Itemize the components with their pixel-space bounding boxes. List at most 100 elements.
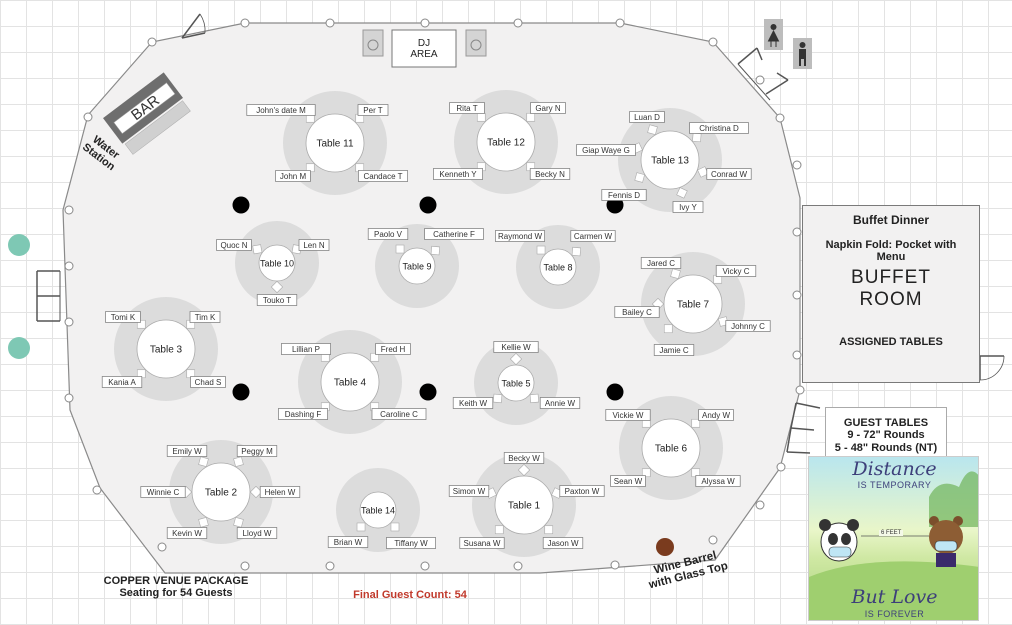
table-table-4[interactable]: Table 4 Lillian P Fred H Dashing F Caroline … [278, 330, 427, 434]
guest-name-tag: John's date M [246, 104, 316, 116]
svg-text:Becky N: Becky N [535, 170, 565, 179]
wall-post [420, 561, 430, 571]
chair [517, 463, 531, 477]
poster-temporary: IS TEMPORARY [857, 480, 932, 490]
table-top [539, 248, 577, 286]
wine-barrel [656, 538, 674, 556]
svg-text:Gary N: Gary N [535, 104, 561, 113]
svg-text:Alyssa W: Alyssa W [701, 477, 735, 486]
svg-text:Len N: Len N [303, 241, 325, 250]
guest-name-tag: Lillian P [281, 343, 331, 355]
table-top [320, 352, 380, 412]
chair [544, 525, 554, 535]
dj-speaker-right [465, 29, 487, 57]
svg-text:Dashing F: Dashing F [285, 410, 322, 419]
guest-name-tag: Rita T [449, 102, 485, 114]
poster-six-feet: 6 FEET [879, 530, 904, 536]
guest-name-tag: Len N [298, 239, 330, 251]
guest-name-tag: Winnie C [140, 486, 186, 498]
wall-post [64, 393, 74, 403]
wall-post [775, 113, 785, 123]
chair [395, 244, 405, 254]
assigned-tables-label: ASSIGNED TABLES [839, 336, 943, 348]
svg-text:Fennis D: Fennis D [608, 191, 640, 200]
svg-text:Jason W: Jason W [547, 539, 579, 548]
table-name: Table 3 [150, 345, 183, 356]
svg-text:Luan D: Luan D [634, 113, 660, 122]
buffet-room-line2: ROOM [859, 289, 923, 310]
package-title: COPPER VENUE PACKAGE [103, 575, 249, 587]
svg-text:Giap Waye G: Giap Waye G [582, 146, 630, 155]
chair [198, 517, 209, 528]
table-top [398, 247, 436, 285]
table-top [359, 491, 397, 529]
table-name: Table 11 [316, 139, 354, 150]
table-name: Table 7 [677, 300, 710, 311]
panda-icon [819, 519, 859, 562]
table-name: Table 10 [260, 259, 294, 269]
column [419, 383, 437, 401]
guest-name-tag: Vicky C [715, 265, 757, 277]
chair [249, 485, 263, 499]
wall-post [792, 290, 802, 300]
chair [571, 246, 582, 257]
teal-marker-bottom [8, 337, 30, 359]
svg-text:Caroline C: Caroline C [380, 410, 418, 419]
distance-poster: Distance IS TEMPORARY 6 FEET But Love IS… [808, 456, 979, 621]
chair [430, 245, 441, 256]
svg-text:Sean W: Sean W [614, 477, 643, 486]
wall-post [240, 18, 250, 28]
guest-name-tag: Catherine F [424, 228, 484, 240]
svg-text:Johnny C: Johnny C [731, 322, 765, 331]
chair [233, 517, 244, 528]
svg-text:Fred H: Fred H [381, 345, 406, 354]
svg-text:Kellie W: Kellie W [501, 343, 531, 352]
wall-post [83, 112, 93, 122]
buffet-title: Buffet Dinner [853, 213, 929, 227]
chair [692, 132, 702, 143]
guest-name-tag: Keith W [452, 397, 494, 409]
guest-name-tag: John M [275, 170, 311, 182]
guest-name-tag: Becky N [529, 168, 571, 180]
svg-text:John M: John M [280, 172, 307, 181]
door-top-left [181, 13, 206, 39]
svg-text:Emily W: Emily W [172, 447, 202, 456]
guest-name-tag: Paxton W [559, 485, 605, 497]
guest-name-tag: Touko T [256, 294, 298, 306]
guest-name-tag: Dashing F [278, 408, 328, 420]
poster-forever: IS FOREVER [864, 609, 925, 619]
guest-name-tag: Raymond W [495, 230, 545, 242]
column [232, 383, 250, 401]
guest-tables-title: GUEST TABLES [843, 417, 929, 429]
table-top [136, 319, 196, 379]
wall-post [776, 462, 786, 472]
buffet-room-panel: Buffet Dinner Napkin Fold: Pocket with M… [802, 205, 980, 383]
svg-text:Touko T: Touko T [263, 296, 291, 305]
table-name: Table 4 [334, 378, 367, 389]
wall-post [755, 75, 765, 85]
guest-name-tag: Alyssa W [695, 475, 741, 487]
guest-name-tag: Becky W [503, 452, 545, 464]
table-top [641, 418, 701, 478]
guest-name-tag: Carmen W [570, 230, 616, 242]
guest-name-tag: Tiffany W [386, 537, 436, 549]
napkin-fold-note: Napkin Fold: Pocket with Menu [825, 239, 957, 263]
package-seating: Seating for 54 Guests [119, 587, 233, 599]
bear-icon [929, 516, 963, 567]
table-name: Table 1 [508, 501, 541, 512]
